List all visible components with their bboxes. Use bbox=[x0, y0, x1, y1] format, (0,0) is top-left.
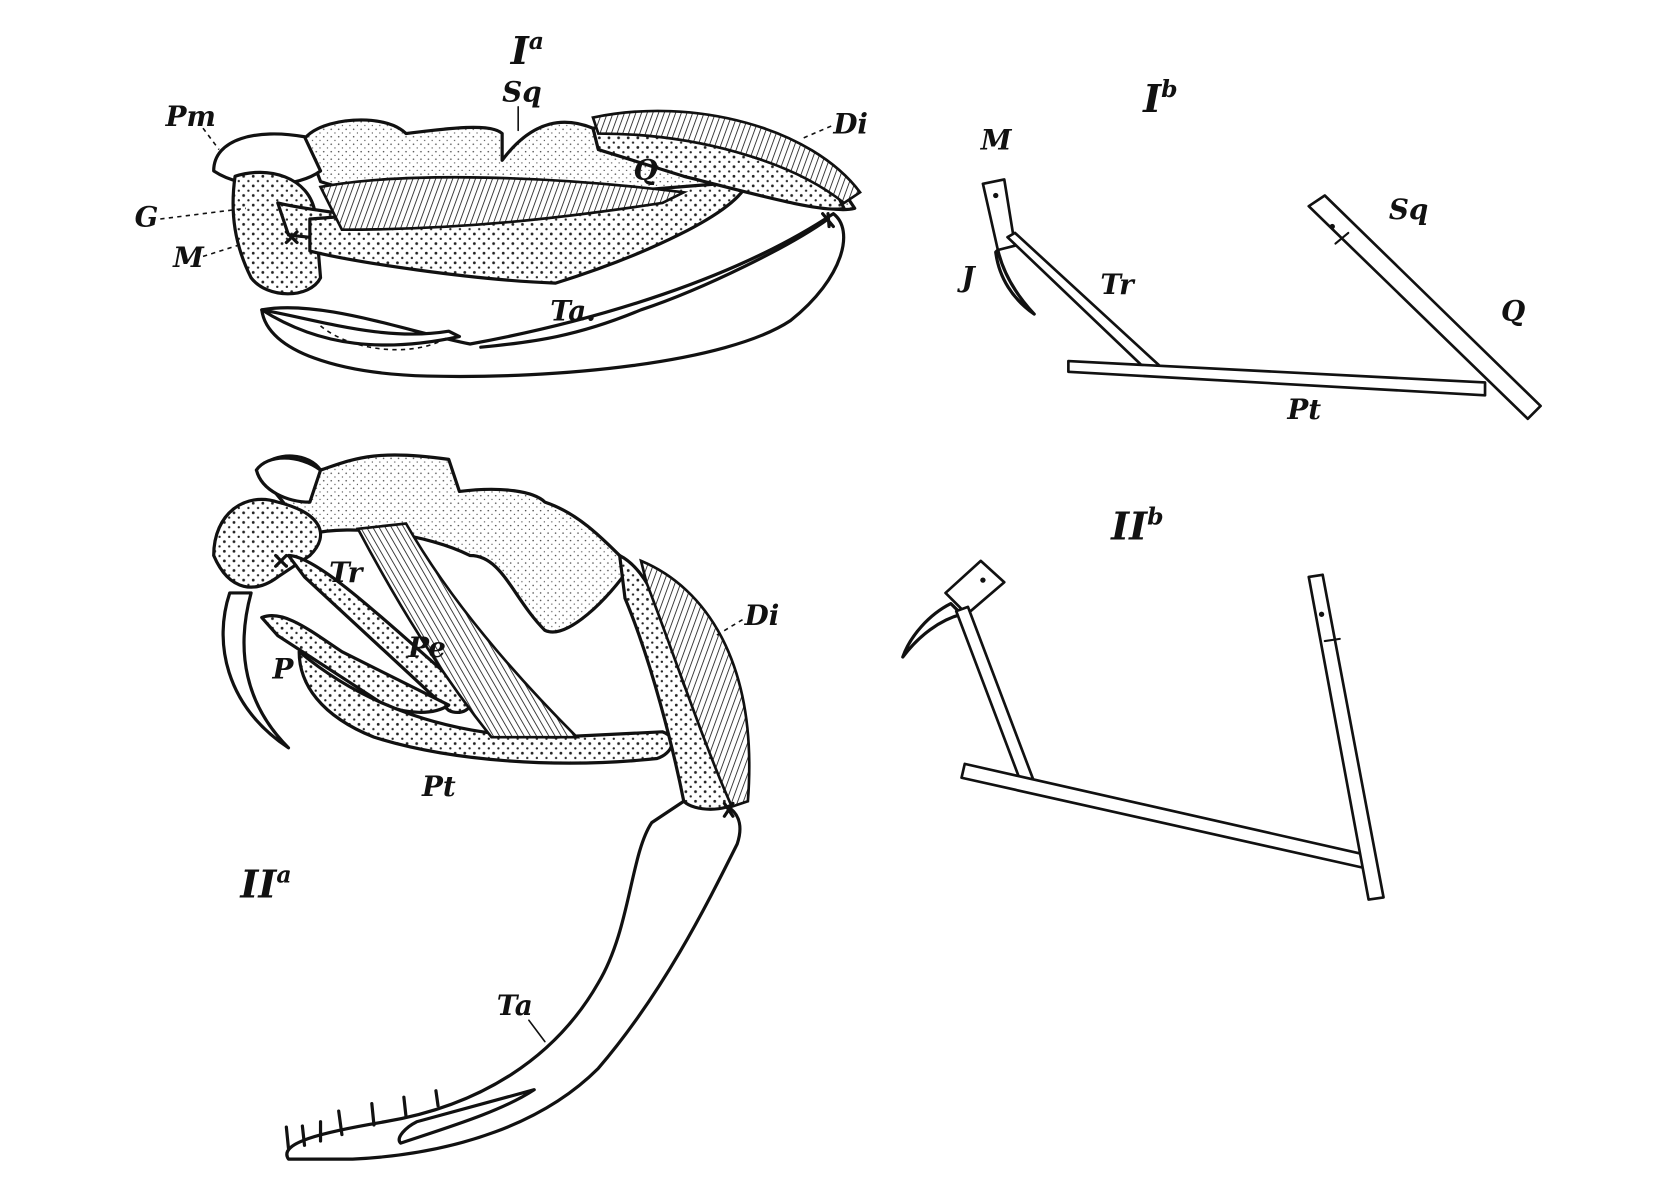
pterygoideus-externus-muscle bbox=[355, 522, 581, 739]
premaxilla-open bbox=[254, 456, 323, 504]
lower-jaw-open bbox=[285, 798, 742, 1161]
figure-Ia-closed-jaw bbox=[212, 109, 862, 379]
figure-label-Ib: Ib bbox=[1142, 75, 1177, 122]
label-M-Ia: M bbox=[172, 241, 205, 274]
figure-label-Ia: Ia bbox=[510, 27, 544, 74]
pterygoid-open bbox=[297, 650, 674, 765]
temporalis-muscle bbox=[318, 175, 689, 232]
quadrate-rod-open bbox=[1307, 573, 1385, 901]
fang-J bbox=[994, 248, 1036, 316]
transverse-rod-open bbox=[954, 605, 1036, 788]
label-Q-Ib: Q bbox=[1501, 295, 1525, 328]
figure-IIa-open-jaw bbox=[212, 453, 751, 1161]
label-Di-Ia: Di bbox=[832, 108, 868, 141]
digastric-muscle bbox=[591, 109, 862, 205]
figure-IIb-open-schematic bbox=[901, 559, 1385, 901]
label-Ta-IIa: Ta bbox=[497, 989, 533, 1022]
figure-label-IIa: IIa bbox=[239, 860, 291, 907]
pterygoid-rod bbox=[1067, 359, 1487, 397]
transverse-rod bbox=[1006, 231, 1161, 374]
braincase-open bbox=[254, 453, 632, 634]
fang-IIa bbox=[221, 591, 291, 750]
digastric-muscle-open bbox=[639, 558, 751, 809]
label-Sq-Ia: Sq bbox=[502, 75, 541, 108]
label-Tr-IIa: Tr bbox=[329, 556, 365, 589]
label-J: J bbox=[957, 260, 977, 293]
fang-open bbox=[901, 602, 964, 659]
figure-label-IIb: IIb bbox=[1110, 503, 1163, 550]
maxilla bbox=[231, 170, 323, 296]
label-M-Ib: M bbox=[980, 124, 1013, 157]
label-Tr-Ib: Tr bbox=[1100, 268, 1136, 301]
label-Pe: Pe bbox=[407, 631, 446, 664]
label-Pt-IIa: Pt bbox=[421, 770, 456, 803]
lower-teeth bbox=[284, 1089, 440, 1151]
label-Pm: Pm bbox=[165, 100, 216, 133]
fang-Ia bbox=[260, 308, 462, 347]
maxilla-rod-open bbox=[944, 559, 1006, 616]
label-Ta-Ia: Ta. bbox=[550, 295, 596, 328]
label-G: G bbox=[135, 200, 159, 233]
label-Pt-Ib: Pt bbox=[1286, 393, 1321, 426]
quadrate-rod bbox=[1307, 194, 1542, 421]
label-Di-IIa: Di bbox=[744, 599, 780, 632]
label-P: P bbox=[271, 652, 294, 685]
label-Sq-Ib: Sq bbox=[1389, 193, 1428, 226]
label-Q-Ia: Q bbox=[634, 153, 658, 186]
pterygoid-rod-open bbox=[960, 762, 1367, 869]
figure-Ib-closed-schematic bbox=[981, 178, 1542, 421]
